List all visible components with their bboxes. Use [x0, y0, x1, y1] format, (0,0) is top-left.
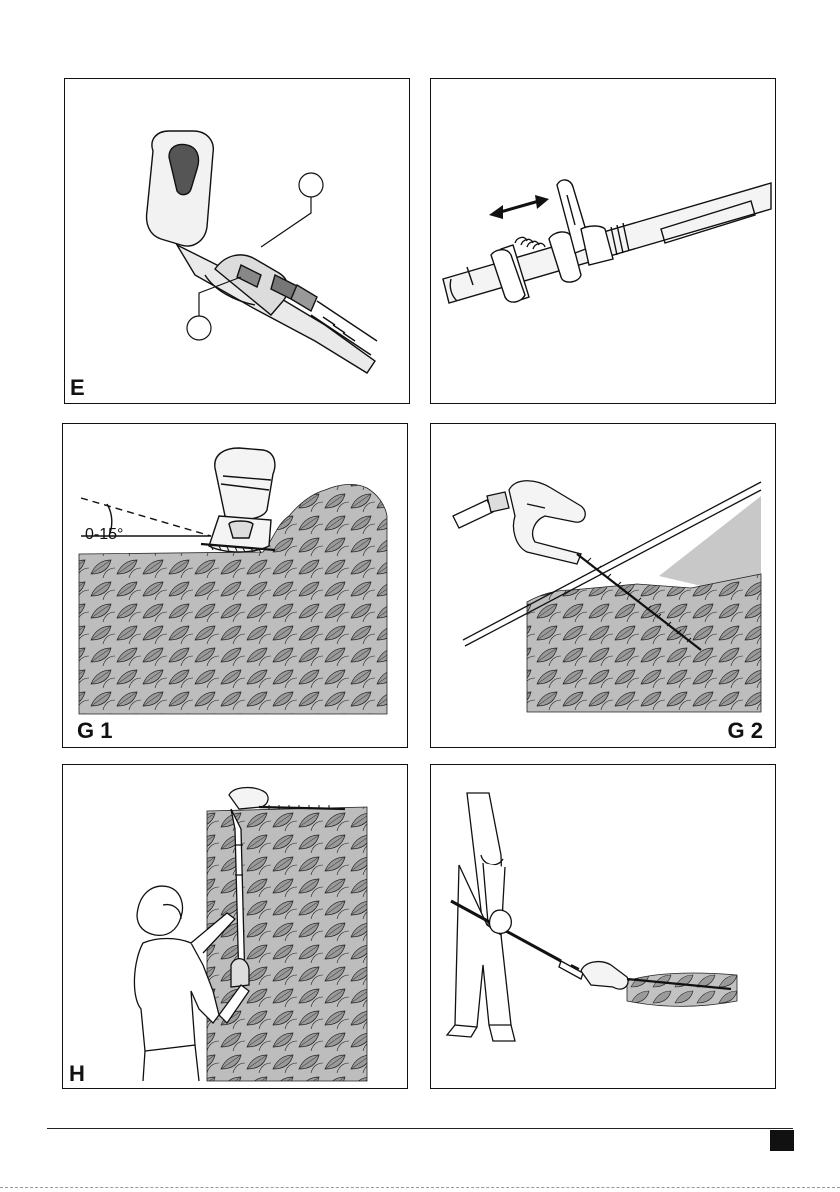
figure-label-h: H	[69, 1063, 85, 1085]
figure-label-g2: G 2	[728, 720, 763, 742]
double-arrow-icon	[489, 195, 549, 219]
hedge-trimmer-handle-illustration	[65, 79, 411, 405]
callout-circle-1	[299, 173, 323, 197]
callout-circle-2	[187, 316, 211, 340]
figure-i-panel	[430, 764, 776, 1089]
tall-hedge-foliage	[207, 807, 367, 1081]
figure-g2-panel: G 2	[430, 423, 776, 748]
figure-label-g1: G 1	[77, 720, 112, 742]
page-marker	[770, 1130, 794, 1151]
person-trimming-top-illustration	[63, 765, 409, 1090]
figure-e-panel: E	[64, 78, 410, 404]
trimming-angle-illustration	[63, 424, 409, 749]
figure-label-e: E	[70, 377, 85, 399]
angled-cut-illustration	[431, 424, 777, 749]
figure-h-panel: H	[62, 764, 408, 1089]
person-trimming-low-illustration	[431, 765, 777, 1090]
footer-rule	[47, 1128, 793, 1129]
telescopic-pole-illustration	[431, 79, 777, 405]
trim-edge	[0, 1187, 840, 1188]
angle-label: 0-15°	[85, 526, 123, 544]
low-hedge-foliage	[627, 973, 737, 1006]
figure-f-panel	[430, 78, 776, 404]
figure-g1-panel: 0-15° G 1	[62, 423, 408, 748]
